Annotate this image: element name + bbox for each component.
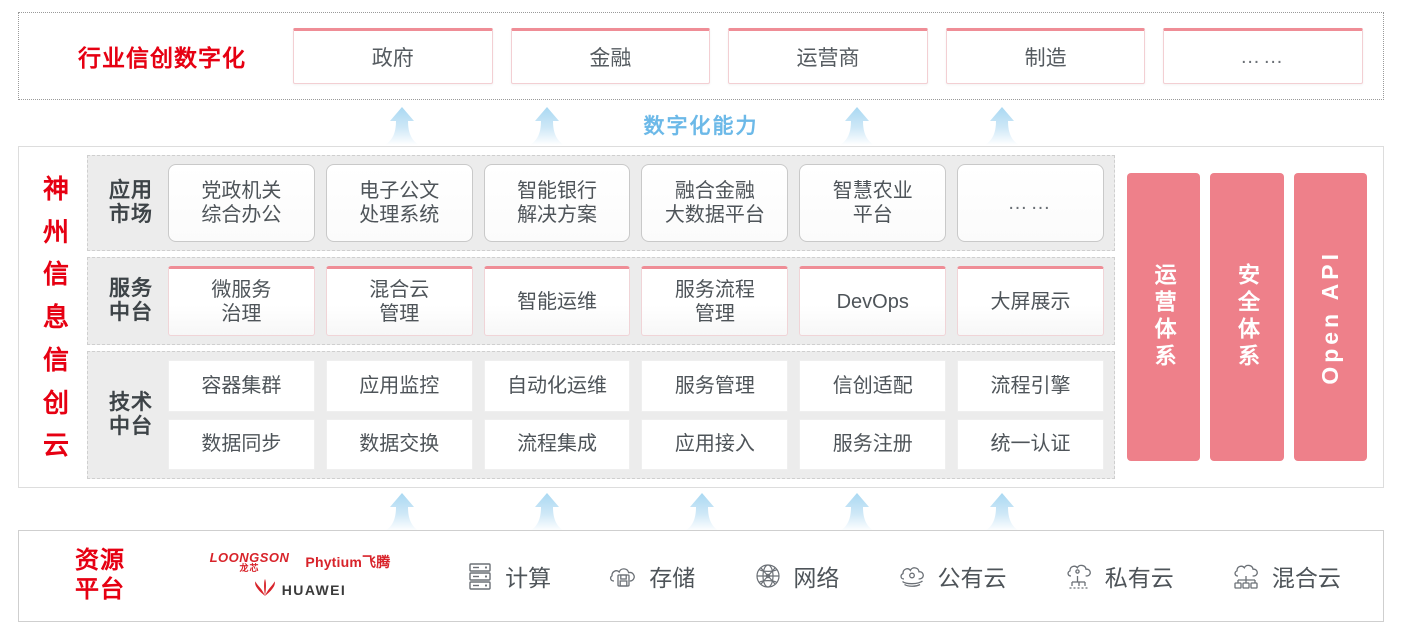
up-arrow-icon [381,492,423,532]
app-card-edoc-system[interactable]: 电子公文处理系统 [325,164,473,242]
cloud-storage-icon [607,559,641,593]
up-arrow-icon [836,106,878,146]
tech-card-automated-ops[interactable]: 自动化运维 [483,360,631,412]
industry-card-more[interactable]: …… [1163,28,1363,84]
tech-card-data-sync[interactable]: 数据同步 [168,418,315,470]
resource-item-label: 私有云 [1104,565,1174,591]
row-label-tech-platform: 技术 中台 [109,390,153,438]
cloud-title-char: 创 [42,387,69,418]
up-arrow-icon [526,492,568,532]
resource-platform-band: 资源 平台 LOONGSON 龙芯 Phytium飞腾 [18,530,1384,622]
vendor-logo-row-1: LOONGSON 龙芯 Phytium飞腾 [210,551,391,573]
row-label-app-market: 应用 市场 [109,178,153,226]
capability-arrow-strip: 数字化能力 [0,102,1402,146]
industry-card-manufacturing[interactable]: 制造 [945,28,1146,84]
svc-card-intelligent-ops[interactable]: 智能运维 [483,266,631,336]
industry-card-finance[interactable]: 金融 [510,28,711,84]
public-cloud-icon [896,559,930,593]
resource-item-storage[interactable]: 存储 [607,559,695,593]
resource-item-compute[interactable]: 计算 [463,559,551,593]
vendor-logo-group: LOONGSON 龙芯 Phytium飞腾 HUAWEI [175,551,425,602]
tech-card-row-1: 容器集群 应用监控 自动化运维 服务管理 信创适配 流程引擎 [168,360,1104,412]
up-arrow-icon [981,106,1023,146]
cloud-title-char: 州 [42,216,69,247]
row-tech-platform: 技术 中台 容器集群 应用监控 自动化运维 服务管理 信创适配 流程引擎 数据同… [87,351,1115,479]
resource-item-label: 网络 [793,565,840,591]
pillar-open-api[interactable]: Open API [1293,173,1367,461]
pillar-operations-system[interactable]: 运营体系 [1127,173,1201,461]
server-rack-icon [463,559,497,593]
app-card-smart-agriculture[interactable]: 智慧农业平台 [799,164,947,242]
cloud-platform-box: 神 州 信 息 信 创 云 应用 市场 党政机关综合办公 电子公文处理系统 智能… [18,146,1384,488]
industry-band: 行业信创数字化 政府 金融 运营商 制造 …… [18,12,1384,100]
industry-card-government[interactable]: 政府 [293,28,493,84]
resource-item-private-cloud[interactable]: 私有云 [1063,559,1174,593]
tech-card-process-integration[interactable]: 流程集成 [483,418,631,470]
tech-card-row-2: 数据同步 数据交换 流程集成 应用接入 服务注册 统一认证 [168,418,1104,470]
app-market-card-list: 党政机关综合办公 电子公文处理系统 智能银行解决方案 融合金融大数据平台 智慧农… [168,164,1104,242]
resource-item-label: 混合云 [1271,565,1341,591]
resource-item-public-cloud[interactable]: 公有云 [896,559,1007,593]
service-platform-card-list: 微服务治理 混合云管理 智能运维 服务流程管理 DevOps 大屏展示 [168,266,1104,336]
svc-card-service-process-mgmt[interactable]: 服务流程管理 [641,266,789,336]
cloud-row-stack: 应用 市场 党政机关综合办公 电子公文处理系统 智能银行解决方案 融合金融大数据… [87,155,1115,479]
cloud-title-char: 神 [42,173,69,204]
loongson-logo: LOONGSON 龙芯 [209,549,290,573]
resource-item-network[interactable]: 网络 [751,559,839,593]
industry-title: 行业信创数字化 [78,45,246,71]
tech-card-xinchuang-adaptation[interactable]: 信创适配 [799,360,947,412]
industry-card-telecom[interactable]: 运营商 [728,28,928,84]
svc-card-microservice-governance[interactable]: 微服务治理 [168,266,315,336]
up-arrow-icon [681,492,723,532]
row-label-service-platform: 服务 中台 [109,276,153,324]
row-service-platform: 服务 中台 微服务治理 混合云管理 智能运维 服务流程管理 DevOps [87,257,1115,345]
huawei-logo: HUAWEI [254,578,346,602]
tech-card-app-access[interactable]: 应用接入 [641,418,789,470]
resource-platform-title: 资源 平台 [75,547,125,603]
cloud-title-char: 信 [42,259,69,290]
cloud-title-char: 信 [42,344,69,375]
network-globe-icon [751,559,785,593]
tech-card-service-registry[interactable]: 服务注册 [799,418,947,470]
tech-card-service-mgmt[interactable]: 服务管理 [641,360,789,412]
industry-card-list: 政府 金融 运营商 制造 …… [293,28,1371,84]
svc-card-hybrid-cloud-mgmt[interactable]: 混合云管理 [325,266,473,336]
tech-card-process-engine[interactable]: 流程引擎 [957,360,1104,412]
cloud-title-char: 息 [42,302,69,332]
tech-card-container-cluster[interactable]: 容器集群 [168,360,315,412]
app-card-smart-bank[interactable]: 智能银行解决方案 [483,164,631,242]
cloud-title-char: 云 [42,430,69,461]
resource-item-hybrid-cloud[interactable]: 混合云 [1230,559,1341,593]
app-card-gov-office[interactable]: 党政机关综合办公 [168,164,315,242]
svc-card-devops[interactable]: DevOps [799,266,947,336]
tech-card-data-exchange[interactable]: 数据交换 [325,418,473,470]
resource-item-label: 计算 [505,565,552,591]
cloud-platform-title: 神 州 信 息 信 创 云 [25,155,87,479]
up-arrow-icon [836,492,878,532]
row-app-market: 应用 市场 党政机关综合办公 电子公文处理系统 智能银行解决方案 融合金融大数据… [87,155,1115,251]
phytium-logo: Phytium飞腾 [305,553,391,570]
capability-label: 数字化能力 [643,115,759,138]
tech-card-app-monitoring[interactable]: 应用监控 [325,360,473,412]
pillar-security-system[interactable]: 安全体系 [1210,173,1284,461]
tech-platform-card-grid: 容器集群 应用监控 自动化运维 服务管理 信创适配 流程引擎 数据同步 数据交换… [168,360,1104,470]
private-cloud-icon [1063,559,1097,593]
resource-item-list: 计算 存储 [425,559,1369,593]
up-arrow-icon [981,492,1023,532]
resource-item-label: 存储 [649,565,696,591]
svc-card-large-screen-display[interactable]: 大屏展示 [957,266,1104,336]
hybrid-cloud-icon [1230,559,1264,593]
cloud-pillar-group: 运营体系 安全体系 Open API [1115,155,1373,479]
app-card-finance-bigdata[interactable]: 融合金融大数据平台 [641,164,789,242]
huawei-flower-icon [254,578,276,602]
up-arrow-icon [526,106,568,146]
app-card-more[interactable]: …… [957,164,1104,242]
resource-item-label: 公有云 [937,565,1007,591]
tech-card-unified-auth[interactable]: 统一认证 [957,418,1104,470]
up-arrow-icon [381,106,423,146]
vendor-logo-row-2: HUAWEI [254,578,346,602]
resource-arrow-strip [0,488,1402,532]
